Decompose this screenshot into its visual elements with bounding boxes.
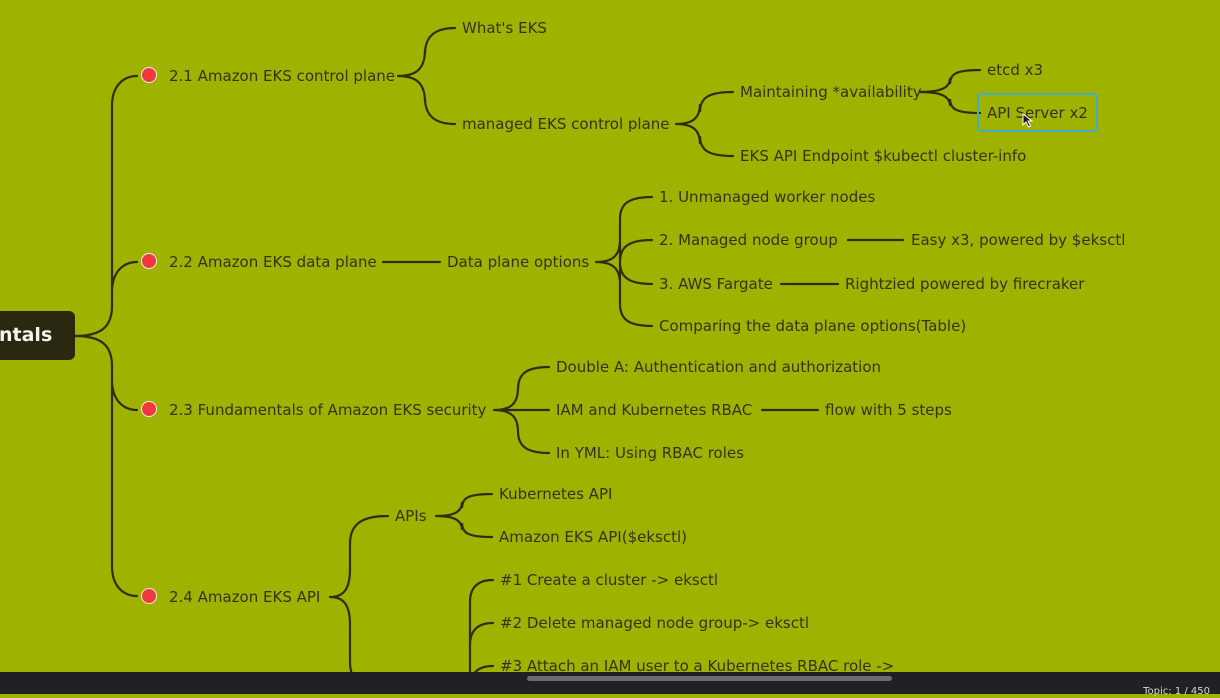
topic-comparing-options[interactable]: Comparing the data plane options(Table) [659, 317, 967, 335]
topic-apis[interactable]: APIs [395, 507, 427, 525]
topic-easy-x3-eksctl[interactable]: Easy x3, powered by $eksctl [911, 231, 1126, 249]
connector-line [594, 195, 654, 328]
topic-flow-5-steps[interactable]: flow with 5 steps [825, 401, 952, 419]
topic-rightzied-firecraker[interactable]: Rightzied powered by firecraker [845, 275, 1085, 293]
topic-double-a[interactable]: Double A: Authentication and authorizati… [556, 358, 882, 376]
connector-line [434, 492, 494, 539]
horizontal-scrollbar[interactable] [527, 676, 892, 681]
status-bar: Topic: 1 / 450 [0, 672, 1220, 697]
marker-2-4[interactable] [141, 588, 157, 604]
topic-data-plane-options[interactable]: Data plane options [447, 253, 590, 271]
marker-2-2[interactable] [141, 253, 157, 269]
topic-eks-api-endpoint[interactable]: EKS API Endpoint $kubectl cluster-info [740, 147, 1027, 165]
connector-line [918, 68, 982, 115]
selection-outline [977, 93, 1098, 132]
topic-aws-fargate[interactable]: 3. AWS Fargate [659, 275, 773, 293]
connector-line [468, 578, 495, 672]
connector-line [674, 90, 735, 158]
connector-line [396, 26, 457, 126]
topic-attach-iam-user[interactable]: #3 Attach an IAM user to a Kubernetes RB… [500, 657, 895, 672]
topic-2-1-control-plane[interactable]: 2.1 Amazon EKS control plane [169, 67, 395, 85]
mind-map-canvas[interactable]: ntals 2.1 Amazon EKS control plane What'… [0, 0, 1220, 672]
topic-managed-node-group[interactable]: 2. Managed node group [659, 231, 838, 249]
connector-line [492, 365, 551, 455]
topic-managed-eks-control-plane[interactable]: managed EKS control plane [462, 115, 670, 133]
topic-amazon-eks-api[interactable]: Amazon EKS API($eksctl) [499, 528, 687, 546]
mouse-cursor-icon [1022, 113, 1034, 128]
connector-lines [73, 26, 982, 672]
topic-2-2-data-plane[interactable]: 2.2 Amazon EKS data plane [169, 253, 377, 271]
central-topic[interactable]: ntals [0, 311, 75, 360]
connector-line [328, 514, 390, 672]
topic-iam-rbac[interactable]: IAM and Kubernetes RBAC [556, 401, 753, 419]
topic-2-3-security[interactable]: 2.3 Fundamentals of Amazon EKS security [169, 401, 487, 419]
topic-count-label: Topic: 1 / 450 [1143, 686, 1210, 697]
topic-create-cluster[interactable]: #1 Create a cluster -> eksctl [500, 571, 719, 589]
topic-api-server-x2[interactable]: API Server x2 [987, 104, 1088, 122]
topic-unmanaged-worker-nodes[interactable]: 1. Unmanaged worker nodes [659, 188, 876, 206]
marker-2-1[interactable] [141, 67, 157, 83]
topic-delete-node-group[interactable]: #2 Delete managed node group-> eksctl [500, 614, 810, 632]
marker-2-3[interactable] [141, 401, 157, 417]
topic-yml-rbac-roles[interactable]: In YML: Using RBAC roles [556, 444, 744, 462]
topic-etcd-x3[interactable]: etcd x3 [987, 61, 1044, 79]
topic-maintaining-availability[interactable]: Maintaining *availability [740, 83, 922, 101]
connector-line [73, 74, 139, 598]
topic-kubernetes-api[interactable]: Kubernetes API [499, 485, 613, 503]
topic-whats-eks[interactable]: What's EKS [462, 19, 547, 37]
topic-2-4-eks-api[interactable]: 2.4 Amazon EKS API [169, 588, 321, 606]
